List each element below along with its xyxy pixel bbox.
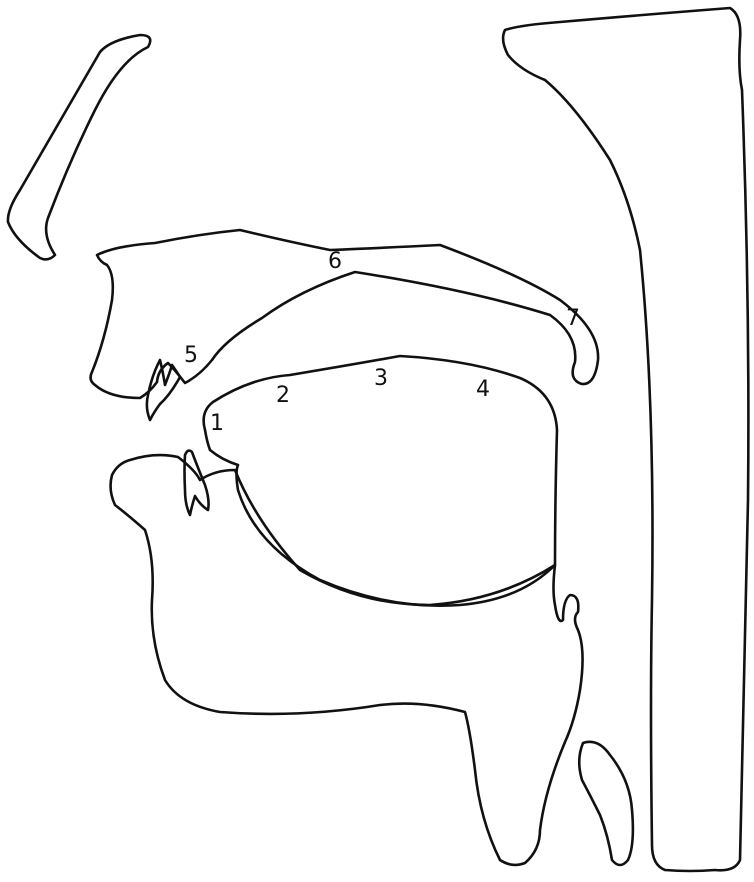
upper-lip-outline <box>91 230 599 398</box>
nose-outline <box>8 35 150 259</box>
label-7: 7 <box>566 306 580 331</box>
label-6: 6 <box>328 249 342 274</box>
lower-teeth-outline <box>185 451 209 515</box>
label-5: 5 <box>184 343 198 368</box>
label-4: 4 <box>476 377 490 402</box>
label-3: 3 <box>374 366 388 391</box>
larynx-outline <box>579 742 633 865</box>
pharynx-outline <box>503 8 748 871</box>
lower-jaw-outline <box>111 455 583 865</box>
tongue-outline <box>204 356 557 606</box>
label-1: 1 <box>210 411 224 436</box>
label-2: 2 <box>276 383 290 408</box>
